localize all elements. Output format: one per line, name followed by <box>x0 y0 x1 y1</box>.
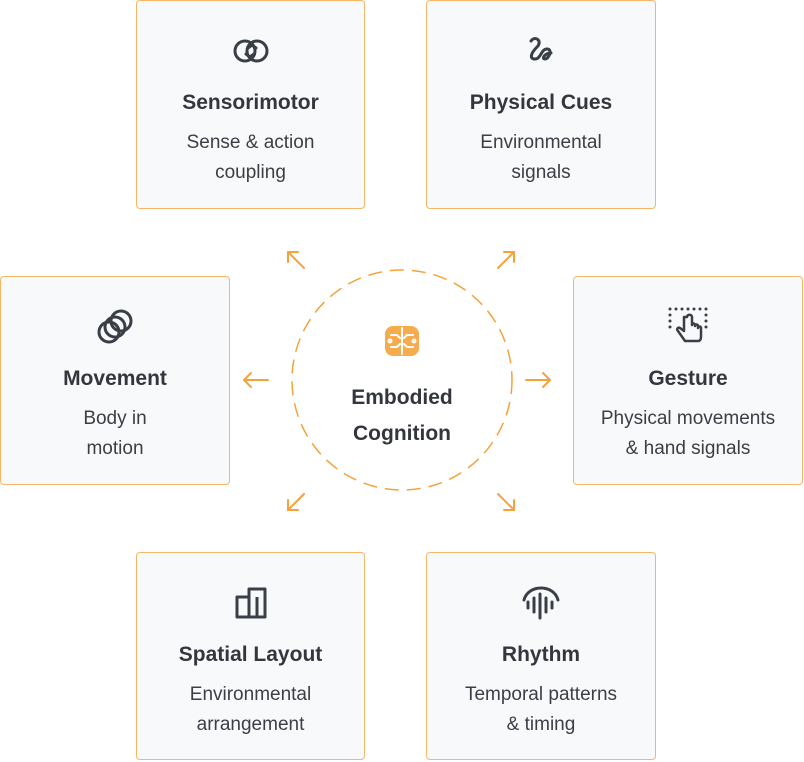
card-description: Sense & action coupling <box>186 132 315 183</box>
card-gesture: Gesture Physical movements & hand signal… <box>573 276 803 485</box>
arrow-sensorimotor <box>287 251 305 269</box>
arrow-physical-cues <box>497 251 515 269</box>
card-title: Rhythm <box>501 643 581 666</box>
arrow-spatial-layout <box>287 493 305 511</box>
brain-icon <box>385 326 419 356</box>
hand-pointer-icon <box>666 305 710 349</box>
arrow-rhythm <box>497 493 515 511</box>
center-dashed-circle <box>291 269 513 491</box>
center-title-line1: Embodied <box>351 386 453 409</box>
card-physical-cues: Physical Cues Environmental signals <box>426 0 656 209</box>
center-node: Embodied Cognition <box>292 270 512 490</box>
card-description: Body in motion <box>83 408 147 459</box>
arrow-gesture <box>525 372 551 388</box>
card-spatial-layout: Spatial Layout Environmental arrangement <box>136 552 365 760</box>
card-title: Movement <box>63 367 167 390</box>
card-title: Spatial Layout <box>178 643 323 666</box>
center-title: Embodied Cognition <box>292 380 512 452</box>
card-rhythm: Rhythm Temporal patterns & timing <box>426 552 656 760</box>
card-title: Gesture <box>648 367 728 390</box>
overlapping-circles-icon <box>93 305 137 349</box>
card-title: Sensorimotor <box>182 91 319 114</box>
card-movement: Movement Body in motion <box>0 276 230 485</box>
card-description: Environmental signals <box>480 132 602 183</box>
card-description: Temporal patterns & timing <box>464 684 618 735</box>
card-description: Physical movements & hand signals <box>600 408 776 459</box>
card-sensorimotor: Sensorimotor Sense & action coupling <box>136 0 365 209</box>
squiggle-icon <box>519 29 563 73</box>
exchange-arrows-icon <box>229 29 273 73</box>
building-icon <box>229 581 273 625</box>
center-title-line2: Cognition <box>353 422 451 445</box>
card-description: Environmental arrangement <box>189 684 312 735</box>
arrow-movement <box>243 372 269 388</box>
sound-wave-icon <box>519 581 563 625</box>
card-title: Physical Cues <box>469 91 613 114</box>
